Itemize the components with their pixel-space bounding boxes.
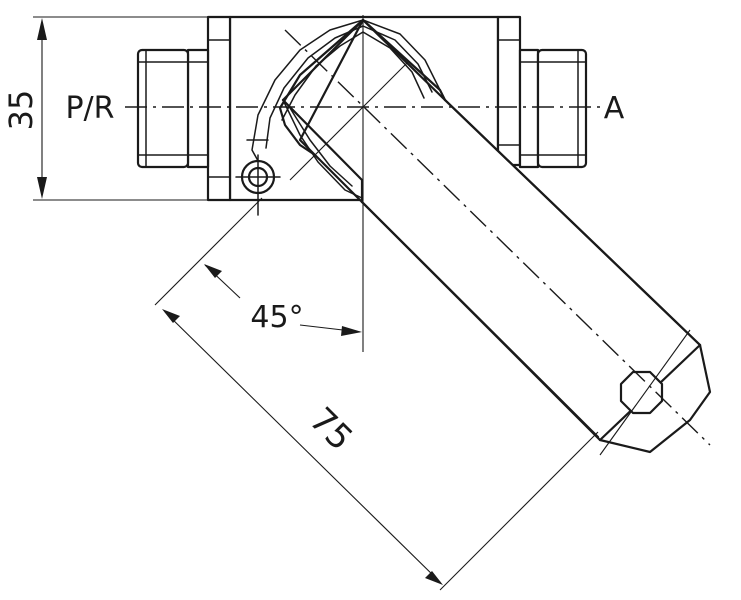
height-dimension-label: 35 (2, 90, 40, 131)
tip-crossline (599, 329, 691, 456)
length-dimension-label: 75 (301, 400, 360, 459)
port-label-left: P/R (65, 91, 114, 126)
port-label-right: A (604, 91, 625, 126)
center-lines (125, 15, 711, 456)
dimension-length (154, 197, 599, 591)
left-thread (136, 48, 190, 169)
right-collar (518, 48, 540, 169)
lever-handle (278, 18, 702, 442)
left-port-fitting (136, 15, 232, 202)
hub-bolt (235, 139, 281, 216)
lever-arm (298, 18, 702, 442)
dimension-angle (204, 264, 362, 336)
dimension-height (33, 16, 360, 201)
left-nut (206, 15, 232, 202)
right-thread (536, 48, 588, 169)
lever-centerline (284, 29, 711, 446)
right-port-fitting (496, 15, 588, 169)
angle-dimension-label: 45° (250, 300, 303, 335)
right-nut (496, 15, 522, 167)
hub-crossline (289, 61, 409, 181)
left-collar (186, 48, 210, 169)
handle-hub-contours (251, 19, 441, 199)
